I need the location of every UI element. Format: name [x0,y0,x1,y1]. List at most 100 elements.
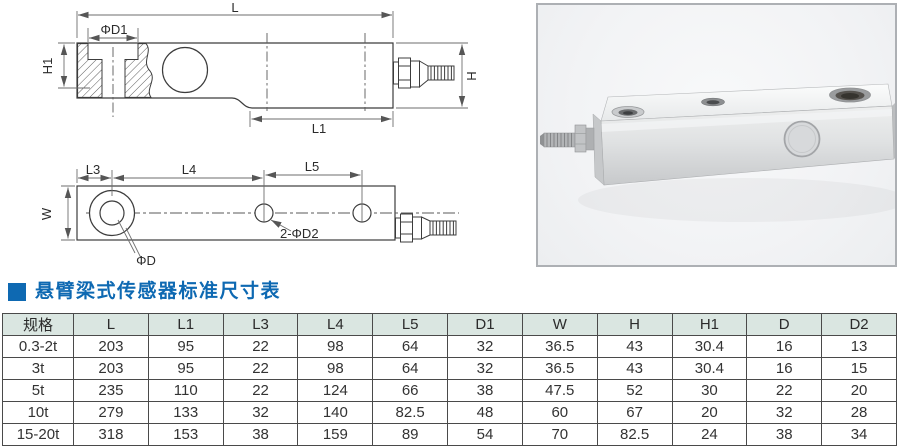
leader-twoPhiD2 [270,219,292,232]
table-cell: 48 [447,401,523,424]
table-cell: 36.5 [521,335,598,358]
column-header-3: L3 [222,313,299,336]
table-cell: 64 [372,335,449,358]
table-cell: 82.5 [596,423,673,446]
dim-label-twoPhiD2: 2-ΦD2 [280,226,319,241]
plan-view-drawing: L3 L4 L5 W ΦD 2-ΦD2 [39,159,459,268]
table-cell: 95 [147,335,224,358]
beam-right-end-face [892,103,895,159]
table-cell: 30.4 [671,357,748,380]
table-cell: 203 [73,357,149,380]
table-cell: 318 [73,423,149,446]
dim-label-L4: L4 [182,162,196,177]
table-cell: 60 [521,401,598,424]
front-diaphragm-circle [783,120,821,158]
table-cell: 30.4 [671,335,748,358]
top-hole-countersunk [611,106,645,118]
dimension-W [61,185,75,241]
column-header-2: L1 [147,313,224,336]
table-cell: 36.5 [521,357,598,380]
load-cell-photo [540,83,895,222]
dimension-L1 [249,111,394,127]
section-title-text: 悬臂梁式传感器标准尺寸表 [35,281,282,302]
table-cell: 20 [821,379,897,402]
section-hatch-right [124,43,153,98]
column-header-4: L4 [297,313,374,336]
column-header-1: L [73,313,149,336]
column-header-0: 规格 [2,313,74,336]
table-cell: 13 [821,335,897,358]
table-cell: 67 [596,401,673,424]
dimension-L [76,11,394,38]
table-cell: 22 [222,335,299,358]
table-cell: 15 [821,357,897,380]
flexure-hole-circle [161,46,209,94]
cable-gland-plan [395,213,457,243]
dimension-H1 [58,42,90,89]
side-view-beam-outline [76,42,394,109]
column-header-9: H1 [671,313,748,336]
table-cell: 140 [297,401,374,424]
dim-label-H: H [464,71,479,80]
product-photo-frame [536,3,897,267]
mounting-hole-inner-circle [99,200,125,226]
table-cell: 124 [297,379,374,402]
table-cell: 32 [447,335,523,358]
table-cell: 16 [746,357,823,380]
table-cell: 20 [671,401,748,424]
top-section: L ΦD1 H1 H L1 [39,0,897,268]
dim-label-phiD1: ΦD1 [101,22,128,37]
dim-label-L1: L1 [312,121,326,136]
threaded-stud [540,124,595,153]
table-cell: 28 [821,401,897,424]
table-cell: 47.5 [521,379,598,402]
table-cell: 64 [372,357,449,380]
column-header-10: D [746,313,823,336]
technical-drawing: L ΦD1 H1 H L1 [39,0,479,268]
table-cell: 38 [447,379,523,402]
table-cell: 54 [447,423,523,446]
table-cell: 43 [596,335,673,358]
table-cell: 43 [596,357,673,380]
beam-front-highlight [601,109,892,132]
table-cell: 32 [222,401,299,424]
section-title: 悬臂梁式传感器标准尺寸表 [8,281,281,303]
table-cell: 279 [73,401,149,424]
table-cell: 133 [147,401,224,424]
column-header-11: D2 [821,313,897,336]
table-cell: 70 [521,423,598,446]
leader-phiD [117,219,142,259]
table-cell: 38 [746,423,823,446]
table-cell: 110 [147,379,224,402]
table-cell: 32 [746,401,823,424]
table-cell: 10t [2,401,74,424]
top-hole-small [701,97,725,107]
dimension-phiD1 [87,28,139,42]
table-cell: 32 [447,357,523,380]
cable-gland-side [393,57,455,89]
table-cell: 5t [2,379,74,402]
table-cell: 82.5 [372,401,449,424]
table-cell: 22 [222,357,299,380]
table-cell: 24 [671,423,748,446]
photo-soft-shadow [578,178,895,222]
table-cell: 153 [147,423,224,446]
side-view-drawing: L ΦD1 H1 H L1 [40,0,479,136]
load-cell-body [540,83,895,186]
column-header-5: L5 [372,313,449,336]
table-cell: 38 [222,423,299,446]
table-cell: 22 [746,379,823,402]
table-cell: 98 [297,357,374,380]
table-cell: 159 [297,423,374,446]
dim-label-H1: H1 [40,58,55,75]
table-cell: 0.3-2t [2,335,74,358]
table-cell: 203 [73,335,149,358]
table-cell: 16 [746,335,823,358]
column-header-6: D1 [447,313,523,336]
